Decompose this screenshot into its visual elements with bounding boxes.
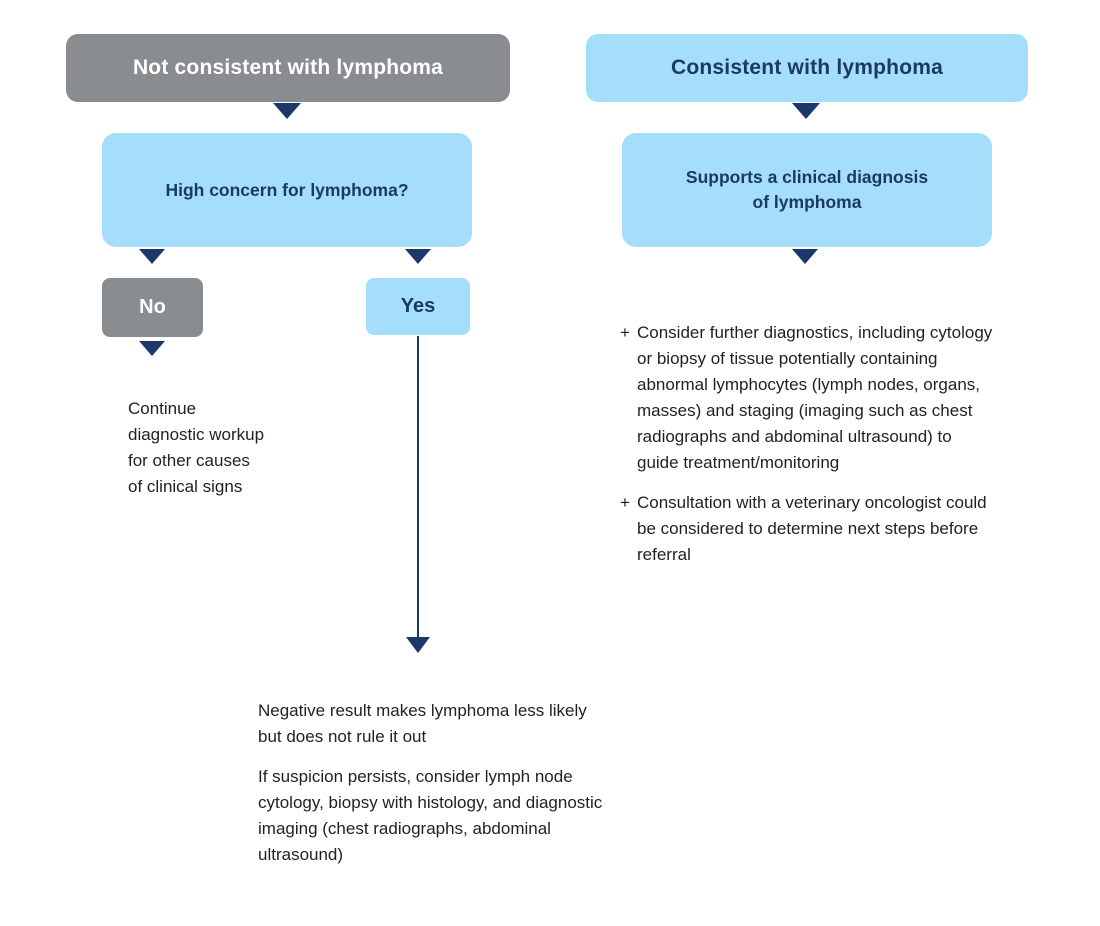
no-outcome-text: Continue diagnostic workup for other cau… (128, 399, 265, 496)
no-box: No (102, 278, 203, 337)
arrow-down-icon (792, 103, 820, 119)
plus-marker: + (620, 493, 630, 512)
recommendation-text: Consider further diagnostics, including … (637, 323, 993, 472)
consistent-header-label: Consistent with lymphoma (671, 56, 943, 79)
recommendations-list: + Consider further diagnostics, includin… (620, 320, 996, 568)
negative-result-paragraph-1: Negative result makes lymphoma less like… (258, 701, 587, 746)
supports-diagnosis-box: Supports a clinical diagnosis of lymphom… (622, 133, 992, 247)
yes-connector-line (417, 336, 419, 638)
supports-diagnosis-label: Supports a clinical diagnosis of lymphom… (685, 167, 929, 212)
recommendation-text: Consultation with a veterinary oncologis… (637, 493, 987, 564)
high-concern-question-label: High concern for lymphoma? (165, 179, 409, 200)
recommendation-item: + Consider further diagnostics, includin… (620, 320, 996, 476)
not-consistent-header: Not consistent with lymphoma (66, 34, 510, 102)
high-concern-question-box: High concern for lymphoma? (102, 133, 472, 247)
arrow-down-icon (273, 103, 301, 119)
not-consistent-header-label: Not consistent with lymphoma (132, 56, 444, 79)
arrow-down-icon (792, 249, 818, 264)
arrow-down-icon (405, 249, 431, 264)
yes-box-label: Yes (400, 295, 436, 317)
consistent-header: Consistent with lymphoma (586, 34, 1028, 102)
arrow-down-icon (139, 249, 165, 264)
arrow-down-icon (406, 637, 430, 653)
negative-result-paragraph-2: If suspicion persists, consider lymph no… (258, 767, 603, 864)
plus-marker: + (620, 323, 630, 342)
no-box-label: No (139, 296, 166, 318)
negative-result-text: Negative result makes lymphoma less like… (258, 698, 614, 868)
recommendation-item: + Consultation with a veterinary oncolog… (620, 490, 996, 568)
arrow-down-icon (139, 341, 165, 356)
yes-box: Yes (366, 278, 470, 335)
